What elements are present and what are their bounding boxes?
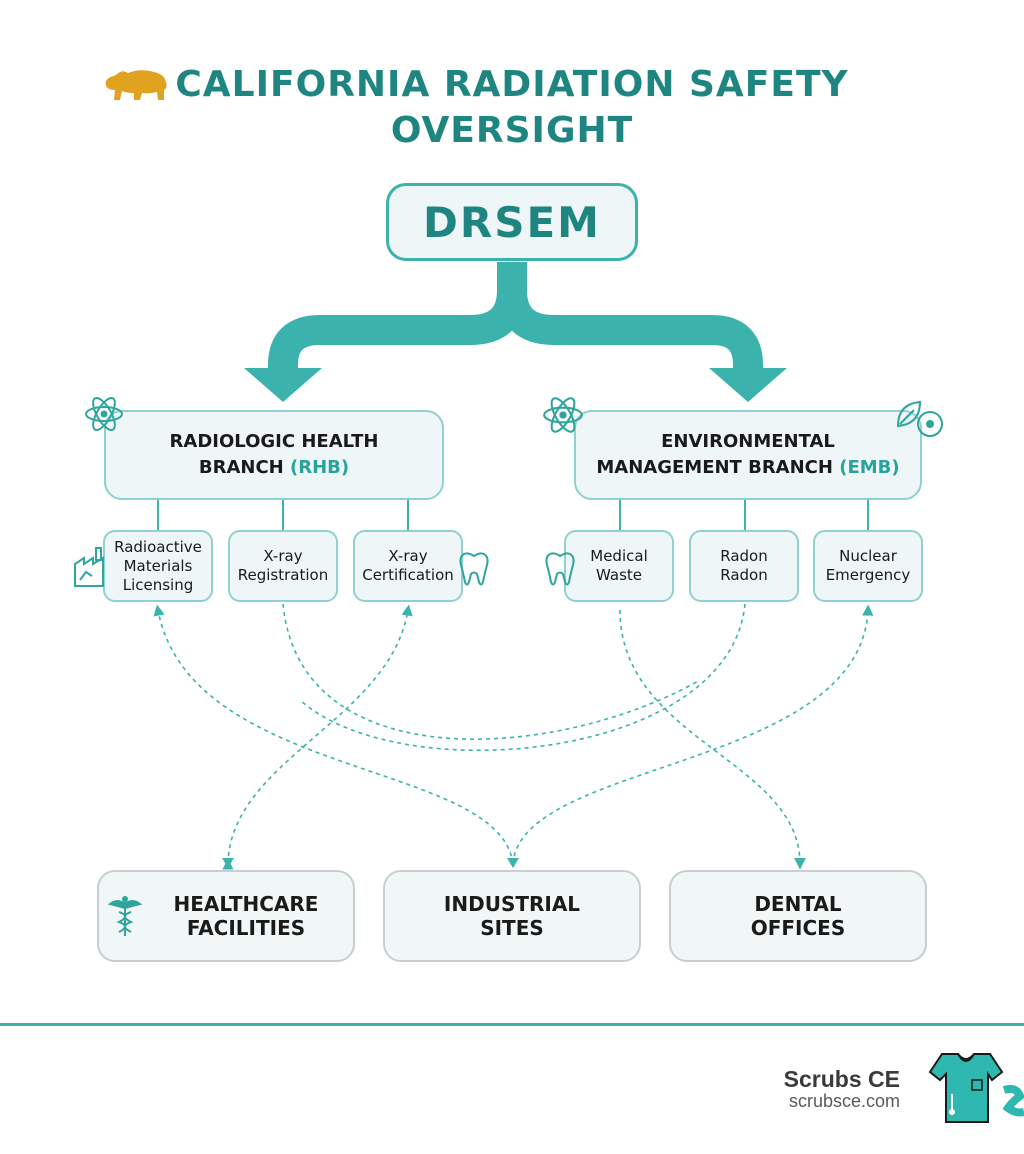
- scrubs-shirt-icon: [928, 1053, 1024, 1123]
- sector-line: SITES: [480, 916, 544, 940]
- sector-dental-offices: DENTAL OFFICES: [669, 870, 927, 962]
- unit-line: Radioactive: [114, 537, 202, 556]
- unit-line: Waste: [596, 566, 642, 584]
- arrow-head-right: [709, 368, 787, 402]
- unit-stems: [157, 500, 869, 530]
- rhb-abbr: (RHB): [290, 457, 350, 478]
- emb-name-line-2: MANAGEMENT BRANCH: [596, 457, 833, 478]
- rhb-branch-node: RADIOLOGIC HEALTH BRANCH (RHB): [104, 410, 444, 500]
- sector-line: DENTAL: [754, 892, 842, 916]
- tooth-icon: [545, 552, 575, 586]
- unit-line: Licensing: [122, 575, 194, 594]
- atom-icon: [543, 397, 583, 433]
- drsem-node: DRSEM: [386, 183, 638, 261]
- unit-line: Radon: [720, 547, 768, 565]
- brand-url: scrubsce.com: [788, 1091, 900, 1111]
- unit-line: Radon: [720, 566, 768, 584]
- unit-line: Certification: [362, 566, 454, 584]
- unit-xray-certification: X-ray Certification: [353, 530, 463, 602]
- arrow-head-left: [244, 368, 322, 402]
- unit-line: Registration: [237, 566, 329, 584]
- sector-arrowheads: [222, 858, 806, 868]
- caduceus-icon: [107, 896, 143, 936]
- emb-name-line-1: ENVIRONMENTAL: [661, 431, 835, 452]
- rhb-name-line-1: RADIOLOGIC HEALTH: [169, 431, 379, 452]
- sector-line: OFFICES: [750, 916, 846, 940]
- unit-medical-waste: Medical Waste: [564, 530, 674, 602]
- unit-line: Medical: [590, 547, 648, 565]
- brand-name: Scrubs CE: [783, 1066, 900, 1092]
- unit-line: X-ray: [388, 547, 428, 565]
- title-line-1: CALIFORNIA RADIATION SAFETY: [175, 64, 849, 105]
- factory-icon: [74, 547, 104, 587]
- emb-abbr: (EMB): [839, 457, 900, 478]
- split-arrow: [268, 262, 763, 380]
- emb-branch-node: ENVIRONMENTAL MANAGEMENT BRANCH (EMB): [574, 410, 922, 500]
- unit-xray-registration: X-ray Registration: [228, 530, 338, 602]
- sector-industrial-sites: INDUSTRIAL SITES: [383, 870, 641, 962]
- unit-radioactive-materials-licensing: Radioactive Materials Licensing: [103, 530, 213, 602]
- unit-nuclear-emergency: Nuclear Emergency: [813, 530, 923, 602]
- sector-line: INDUSTRIAL: [443, 892, 581, 916]
- bear-icon: [105, 70, 167, 100]
- unit-line: Materials: [123, 556, 193, 575]
- dashed-links: [153, 603, 874, 870]
- sector-line: HEALTHCARE: [173, 892, 319, 916]
- unit-line: Nuclear: [839, 547, 897, 565]
- rhb-name-line-2: BRANCH: [198, 457, 284, 478]
- unit-line: Emergency: [825, 566, 911, 584]
- tooth-icon: [459, 552, 489, 586]
- unit-radon: Radon Radon: [689, 530, 799, 602]
- atom-icon: [85, 397, 123, 431]
- title-line-2: OVERSIGHT: [390, 110, 634, 151]
- sector-line: FACILITIES: [186, 916, 306, 940]
- footer-divider: [0, 1023, 1024, 1026]
- sector-healthcare-facilities: HEALTHCARE FACILITIES: [97, 870, 355, 962]
- diagram-title: CALIFORNIA RADIATION SAFETY OVERSIGHT: [0, 62, 1024, 154]
- leaf-icon: [896, 400, 943, 437]
- unit-line: X-ray: [263, 547, 303, 565]
